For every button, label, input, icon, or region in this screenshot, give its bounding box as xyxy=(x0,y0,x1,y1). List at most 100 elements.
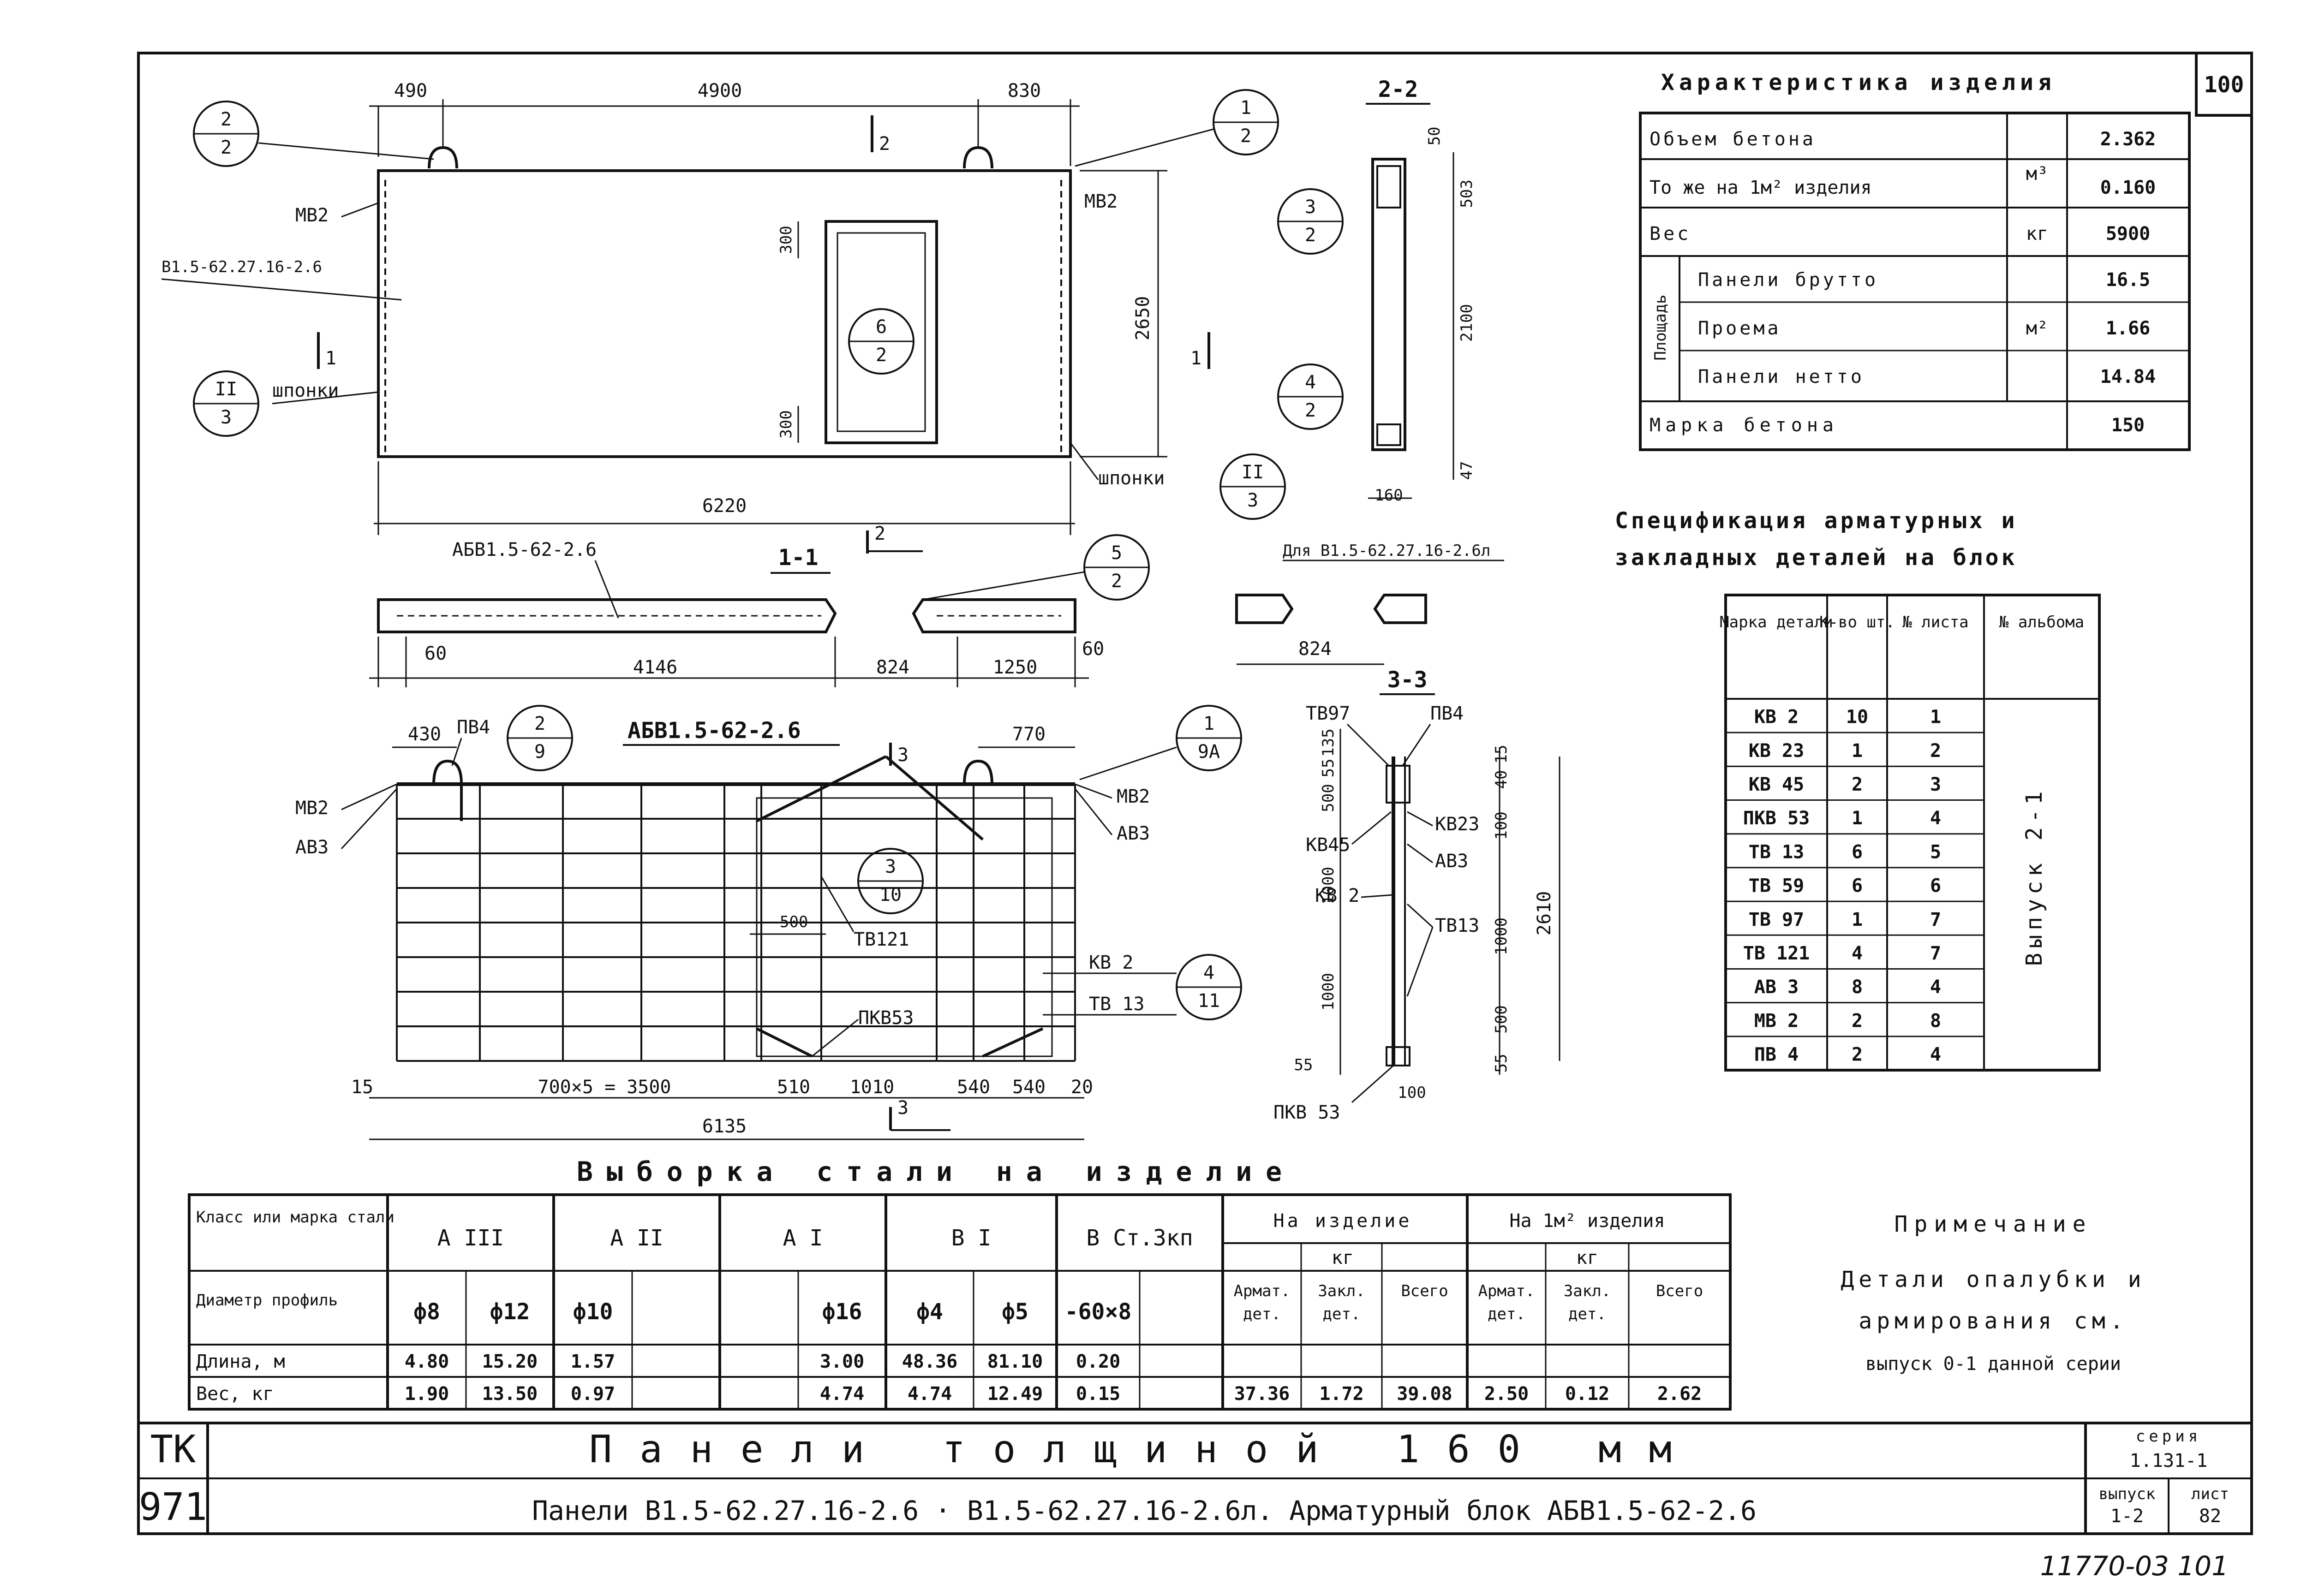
issue-label: выпуск xyxy=(2099,1485,2156,1503)
title-block: ТК 971 Панели толщиной 160 мм Панели В1.… xyxy=(138,1422,2252,1534)
svg-text:1000: 1000 xyxy=(1319,867,1338,905)
bubble-II-3-left: II 3 xyxy=(193,370,259,437)
char-label-6: Марка бетона xyxy=(1650,415,1838,436)
char-unit-2: кг xyxy=(2026,223,2048,244)
steel-sub-header: дет. xyxy=(1323,1305,1361,1323)
svg-text:500: 500 xyxy=(1492,1005,1511,1033)
svg-text:1010: 1010 xyxy=(850,1077,894,1098)
steel-sub-header: дет. xyxy=(1568,1305,1606,1323)
svg-text:700×5 = 3500: 700×5 = 3500 xyxy=(538,1077,671,1098)
sheet-number-box xyxy=(2195,52,2253,117)
svg-text:5: 5 xyxy=(1111,542,1122,564)
svg-text:60: 60 xyxy=(1082,638,1104,660)
spec-cell-sheet: 4 xyxy=(1930,1044,1941,1066)
bubble-4-11: 4 11 xyxy=(1176,954,1242,1020)
spec-cell-qty: 1 xyxy=(1852,740,1863,762)
panel-outline xyxy=(377,169,1072,458)
char-label-4: Проема xyxy=(1698,318,1781,339)
spec-cell-mark: АВ 3 xyxy=(1754,977,1799,998)
steel-total-cell: 0.12 xyxy=(1565,1383,1609,1405)
steel-lengths-cell: 15.20 xyxy=(482,1351,538,1372)
note-title: Примечание xyxy=(1895,1211,2092,1237)
char-group-label: Площадь xyxy=(1651,294,1670,360)
dim-facade-top-3: 830 xyxy=(1008,80,1041,101)
svg-text:20: 20 xyxy=(1071,1077,1093,1098)
spec-cell-sheet: 7 xyxy=(1930,909,1941,930)
svg-text:50: 50 xyxy=(1425,127,1444,146)
bubble-1-2: 1 2 xyxy=(1213,89,1279,155)
block-grid xyxy=(396,782,1076,1062)
steel-total-cell: 1.72 xyxy=(1319,1383,1363,1405)
spec-cell-qty: 2 xyxy=(1852,774,1863,795)
steel-diameters-cell: -60×8 xyxy=(1065,1299,1132,1325)
char-value-1: 0.160 xyxy=(2100,177,2156,198)
svg-text:4: 4 xyxy=(1203,962,1214,983)
steel-total-cell: 39.08 xyxy=(1397,1383,1452,1405)
svg-text:2: 2 xyxy=(534,713,545,734)
spec-cell-mark: КВ 45 xyxy=(1749,774,1804,795)
title-code-top: ТК xyxy=(150,1428,196,1471)
spec-cell-sheet: 4 xyxy=(1930,977,1941,998)
steel-weights-cell: 0.97 xyxy=(571,1383,615,1405)
block-dim-500: 500 xyxy=(780,913,808,931)
svg-text:II: II xyxy=(1242,462,1264,483)
svg-text:55: 55 xyxy=(1319,759,1338,778)
char-label-5: Панели нетто xyxy=(1698,366,1865,387)
section-mark-2-top: 2 xyxy=(879,133,890,155)
svg-text:9: 9 xyxy=(534,741,545,762)
steel-sub-header: Всего xyxy=(1656,1282,1703,1300)
steel-class: В Ст.3кп xyxy=(1086,1225,1193,1251)
steel-h-class: Класс или марка стали xyxy=(196,1208,394,1227)
svg-text:160: 160 xyxy=(1375,486,1403,505)
svg-text:510: 510 xyxy=(777,1077,810,1098)
steel-title: Выборка стали на изделие xyxy=(577,1156,1296,1187)
bubble-2-9: 2 9 xyxy=(507,705,573,771)
characteristics-title: Характеристика изделия xyxy=(1661,70,2056,95)
block-section-mark-bottom: 3 xyxy=(897,1097,908,1119)
spec-cell-mark: ПВ 4 xyxy=(1754,1044,1799,1066)
label-mb2-right: МВ2 xyxy=(1084,191,1118,212)
svg-text:2: 2 xyxy=(1305,400,1316,421)
spec-cell-qty: 2 xyxy=(1852,1044,1863,1066)
note-line-2: армирования см. xyxy=(1859,1308,2128,1334)
svg-text:55: 55 xyxy=(1294,1056,1313,1074)
section-2-2: 2-2 50 503 2100 47 160 3 2 4 2 xyxy=(1277,77,1476,505)
steel-lengths-cell: 81.10 xyxy=(987,1351,1043,1372)
spec-cell-sheet: 8 xyxy=(1930,1010,1941,1031)
label-mb2-left: МВ2 xyxy=(295,205,329,226)
svg-text:2100: 2100 xyxy=(1458,304,1476,342)
svg-text:1000: 1000 xyxy=(1492,917,1511,955)
dim-facade-top-1: 490 xyxy=(394,80,427,101)
steel-diameters-cell: ф12 xyxy=(490,1299,530,1325)
svg-text:II: II xyxy=(215,379,237,400)
svg-text:2: 2 xyxy=(1305,225,1316,246)
section-mark-2: 2 xyxy=(874,523,885,544)
block-label-mb2-right: МВ2 xyxy=(1117,786,1150,807)
steel-class: А I xyxy=(783,1225,823,1251)
note: Примечание Детали опалубки и армирования… xyxy=(1841,1211,2141,1375)
svg-text:55: 55 xyxy=(1492,1054,1511,1073)
s33-label-pkb53: ПКВ 53 xyxy=(1273,1102,1340,1123)
steel-sub-header: Закл. xyxy=(1318,1282,1365,1300)
facade-view: 490 4900 830 6220 2650 300 300 МВ2 МВ2 В… xyxy=(161,80,1286,535)
steel-total-cell: 37.36 xyxy=(1234,1383,1290,1405)
char-label-1: То же на 1м² изделия xyxy=(1650,177,1872,198)
char-label-3: Панели брутто xyxy=(1698,269,1878,291)
alt-label: Для В1.5-62.27.16-2.6л xyxy=(1283,542,1490,560)
handwritten-note: 11770-03 101 xyxy=(2040,1550,2229,1582)
label-panel-mark: В1.5-62.27.16-2.6 xyxy=(161,258,322,276)
spec-cell-qty: 6 xyxy=(1852,875,1863,897)
spec-cell-qty: 8 xyxy=(1852,977,1863,998)
steel-total-cell: 2.50 xyxy=(1484,1383,1529,1405)
bubble-1-9A: 1 9А xyxy=(1176,705,1242,771)
svg-text:500: 500 xyxy=(1319,784,1338,812)
spec-cell-mark: ТВ 121 xyxy=(1743,943,1810,964)
svg-text:11: 11 xyxy=(1198,990,1220,1012)
spec-h-sheet: № листа xyxy=(1902,613,1968,631)
spec-cell-qty: 10 xyxy=(1846,707,1868,728)
section-1-1: 1-1 АБВ1.5-62-2.6 60 4146 824 1250 60 5 … xyxy=(369,523,1504,687)
svg-text:10: 10 xyxy=(879,884,902,905)
bubble-2-2: 2 2 xyxy=(193,101,259,167)
